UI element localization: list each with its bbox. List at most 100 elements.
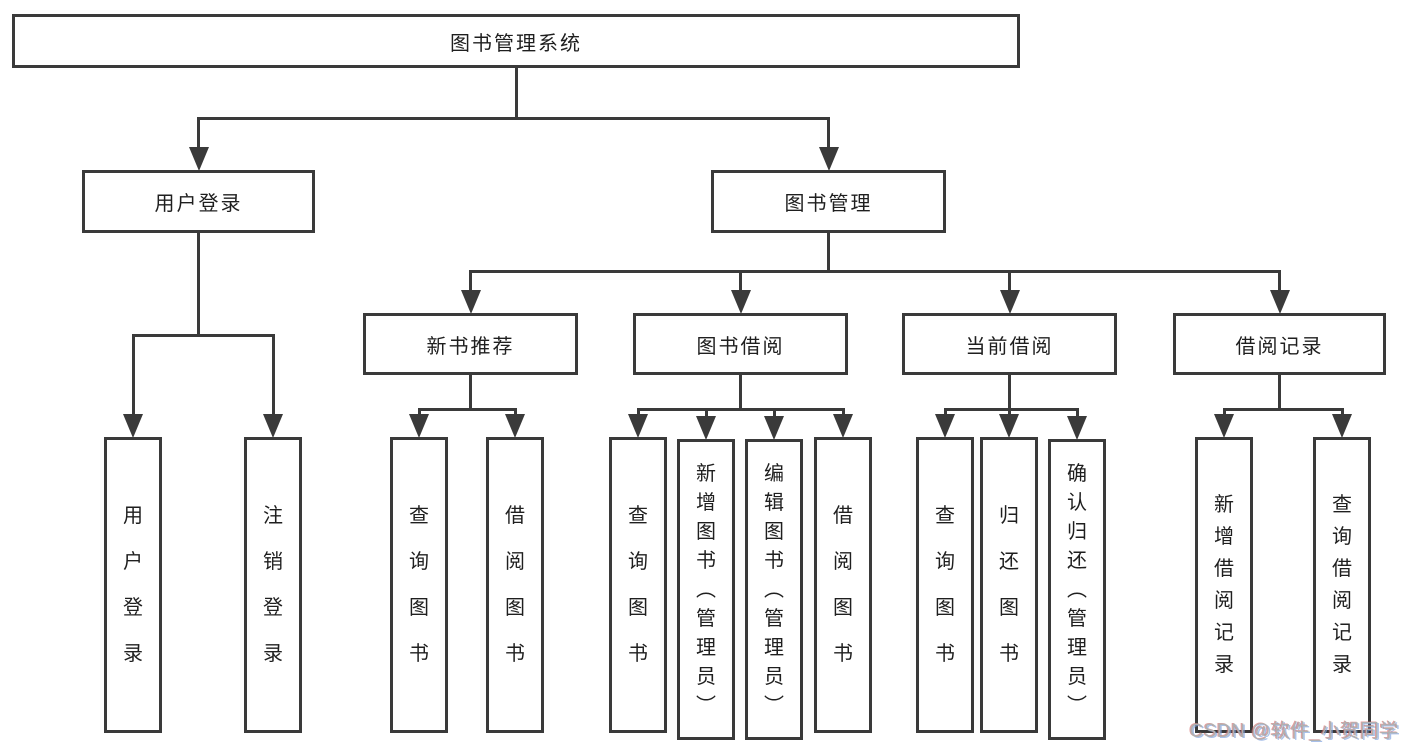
down-arrow-icon — [730, 290, 751, 314]
connector-drop — [1008, 271, 1011, 295]
leaf-label-char: 增 — [696, 491, 716, 514]
node-label-current-borrow: 当前借阅 — [965, 335, 1054, 358]
connector-drop — [131, 335, 135, 419]
leaf-label-char: 阅 — [1332, 590, 1352, 612]
down-arrow-icon — [1269, 290, 1290, 314]
node-new-book-rec: 新书推荐 — [363, 313, 578, 375]
down-arrow-icon — [764, 416, 784, 440]
leaf-label-char: 员 — [696, 665, 716, 688]
leaf-label-char: 登 — [123, 597, 143, 619]
leaf-label-char: 管 — [1067, 607, 1087, 630]
leaf-label-char: 询 — [628, 551, 648, 573]
leaf-label-char: 图 — [764, 520, 784, 543]
leaf-label-char: 阅 — [833, 551, 853, 573]
leaf-label-char: 录 — [263, 643, 283, 665]
leaf-label-char: 户 — [123, 551, 143, 573]
connector-drop — [271, 335, 275, 419]
node-leaf-br-query: 查询借阅记录 — [1313, 437, 1371, 733]
leaf-label-char: ︵ — [1067, 578, 1087, 601]
leaf-label-char: 询 — [935, 551, 955, 573]
leaf-label-char: 查 — [935, 505, 955, 527]
leaf-label-char: 员 — [764, 665, 784, 688]
leaf-label-char: 书 — [935, 643, 955, 665]
leaf-label-char: ︶ — [1067, 694, 1087, 717]
leaf-label-char: 查 — [409, 505, 429, 527]
connector-branch — [197, 116, 830, 120]
leaf-label-char: 图 — [628, 597, 648, 619]
connector-drop — [197, 118, 200, 152]
node-label-leaf-bb-borrow: 借阅图书 — [833, 440, 853, 730]
node-book-management: 图书管理 — [711, 170, 946, 233]
leaf-label-char: 阅 — [1214, 590, 1234, 612]
down-arrow-icon — [999, 290, 1020, 314]
leaf-label-char: 还 — [1067, 549, 1087, 572]
node-leaf-bb-add: 新增图书︵管理员︶ — [677, 439, 735, 740]
down-arrow-icon — [505, 414, 525, 438]
down-arrow-icon — [263, 414, 283, 438]
leaf-label-char: 归 — [1067, 520, 1087, 543]
down-arrow-icon — [1332, 414, 1352, 438]
node-label-root: 图书管理系统 — [450, 32, 582, 55]
node-leaf-user-login: 用户登录 — [104, 437, 162, 733]
connector-drop — [1278, 271, 1281, 295]
node-label-leaf-nb-query: 查询图书 — [409, 440, 429, 730]
connector-drop — [739, 271, 742, 295]
node-leaf-logout: 注销登录 — [244, 437, 302, 733]
node-leaf-nb-borrow: 借阅图书 — [486, 437, 544, 733]
connector-stem — [197, 233, 200, 335]
node-leaf-bb-edit: 编辑图书︵管理员︶ — [745, 439, 803, 740]
leaf-label-char: 询 — [1332, 526, 1352, 548]
node-label-leaf-cb-query: 查询图书 — [935, 440, 955, 730]
leaf-label-char: 借 — [1214, 558, 1234, 580]
leaf-label-char: 记 — [1332, 622, 1352, 644]
down-arrow-icon — [1214, 414, 1234, 438]
node-leaf-cb-query: 查询图书 — [916, 437, 974, 733]
down-arrow-icon — [1067, 416, 1087, 440]
leaf-label-char: 书 — [999, 643, 1019, 665]
node-current-borrow: 当前借阅 — [902, 313, 1117, 375]
connector-branch — [943, 407, 1079, 411]
node-leaf-bb-query: 查询图书 — [609, 437, 667, 733]
leaf-label-char: 图 — [409, 597, 429, 619]
down-arrow-icon — [999, 414, 1019, 438]
leaf-label-char: 借 — [833, 505, 853, 527]
node-leaf-bb-borrow: 借阅图书 — [814, 437, 872, 733]
down-arrow-icon — [628, 414, 648, 438]
leaf-label-char: ︵ — [696, 578, 716, 601]
node-label-leaf-bb-edit: 编辑图书︵管理员︶ — [764, 442, 784, 737]
leaf-label-char: 确 — [1067, 462, 1087, 485]
leaf-label-char: 新 — [1214, 494, 1234, 516]
node-user-login: 用户登录 — [82, 170, 315, 233]
leaf-label-char: 查 — [628, 505, 648, 527]
node-label-user-login: 用户登录 — [154, 193, 243, 215]
node-label-leaf-br-query: 查询借阅记录 — [1332, 440, 1352, 730]
connector-branch — [1222, 407, 1344, 411]
leaf-label-char: 编 — [764, 462, 784, 485]
node-leaf-nb-query: 查询图书 — [390, 437, 448, 733]
node-label-leaf-logout: 注销登录 — [263, 440, 283, 730]
leaf-label-char: 理 — [1067, 636, 1087, 659]
leaf-label-char: 询 — [409, 551, 429, 573]
leaf-label-char: 录 — [1332, 654, 1352, 676]
connector-branch — [636, 407, 845, 411]
leaf-label-char: 借 — [505, 505, 525, 527]
node-label-leaf-bb-query: 查询图书 — [628, 440, 648, 730]
connector-branch — [469, 269, 1281, 273]
leaf-label-char: 借 — [1332, 558, 1352, 580]
connector-stem — [1278, 375, 1281, 409]
down-arrow-icon — [460, 290, 481, 314]
connector-stem — [514, 68, 518, 118]
connector-stem — [1008, 375, 1011, 409]
down-arrow-icon — [123, 414, 143, 438]
leaf-label-char: 归 — [999, 505, 1019, 527]
node-label-book-management: 图书管理 — [784, 193, 873, 215]
leaf-label-char: ︶ — [764, 694, 784, 717]
connector-drop — [704, 409, 708, 421]
down-arrow-icon — [818, 147, 839, 171]
csdn-watermark: CSDN @软件_小贺同学 — [1189, 721, 1399, 742]
node-label-book-borrow: 图书借阅 — [696, 335, 785, 358]
node-label-leaf-br-add: 新增借阅记录 — [1214, 440, 1234, 730]
leaf-label-char: 认 — [1067, 491, 1087, 514]
leaf-label-char: 记 — [1214, 622, 1234, 644]
